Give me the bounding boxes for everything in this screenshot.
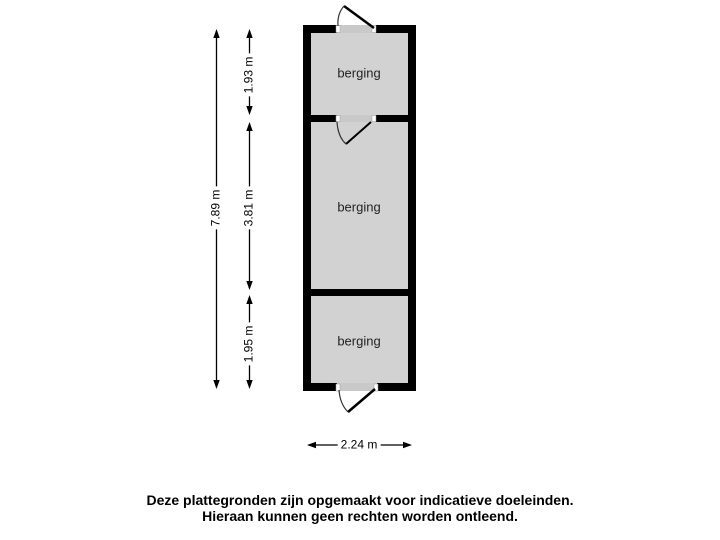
room-3-floor [311,296,408,383]
door-sill [337,25,376,33]
room-1-floor [311,33,408,115]
dimension-label-room3-height: 1.95 m [241,322,257,366]
door-jamb [371,115,377,122]
disclaimer-line-2: Hieraan kunnen geen rechten worden ontle… [202,508,518,524]
dimension-label-room1-height: 1.93 m [241,53,257,97]
door-swing-arc [337,5,345,27]
doorway-middle [335,115,377,145]
dimension-label-width: 2.24 m [337,437,381,453]
door-leaf [347,388,376,413]
room-2-label: berging [337,199,381,215]
door-leaf [343,4,375,30]
room-1-label: berging [337,65,381,81]
door-swing-arc [338,389,349,413]
door-jamb [335,115,341,122]
door-jamb [335,25,341,33]
dimension-label-room2-height: 3.81 m [241,186,257,230]
door-leaf [345,121,372,145]
room-2-floor [311,122,408,289]
dimension-label-total-height: 7.89 m [208,186,224,230]
door-jamb [373,383,379,392]
disclaimer: Deze plattegronden zijn opgemaakt voor i… [0,492,720,524]
door-sill [337,115,376,122]
door-jamb [335,383,341,392]
disclaimer-line-1: Deze plattegronden zijn opgemaakt voor i… [146,492,574,508]
room-3-label: berging [337,333,381,349]
door-sill [337,383,377,391]
door-swing-arc [336,121,347,145]
door-jamb [371,25,377,33]
doorway-top [335,4,377,33]
doorway-bottom [335,383,379,413]
